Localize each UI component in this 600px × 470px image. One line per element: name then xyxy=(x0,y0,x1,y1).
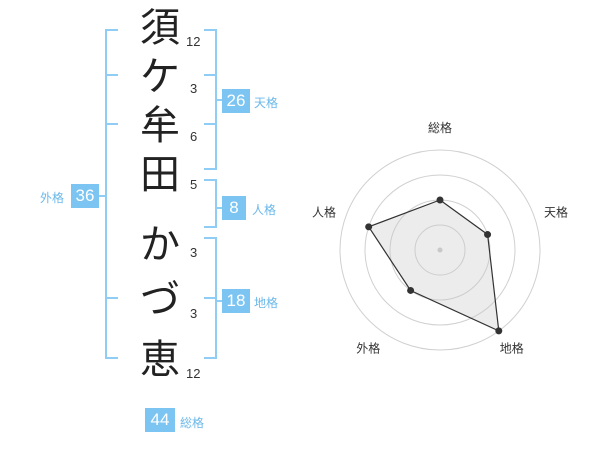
gaikaku-label: 外格 xyxy=(40,191,65,205)
stroke-count-6: 3 xyxy=(190,306,198,321)
name-char-5: か xyxy=(140,222,180,268)
name-char-4: 田 xyxy=(140,152,180,198)
stroke-count-4: 5 xyxy=(190,177,198,192)
jinkaku-label: 人格 xyxy=(252,203,277,217)
stroke-count-5: 3 xyxy=(190,245,198,260)
name-char-2: ケ xyxy=(140,54,180,100)
soukaku-badge: 44 xyxy=(145,408,175,432)
bracket-gaikaku xyxy=(105,29,118,359)
radar-axis-label-5: 人格 xyxy=(312,204,336,219)
radar-axis-label-4: 外格 xyxy=(356,341,380,356)
radar-point-2 xyxy=(484,231,492,239)
tenkaku-label: 天格 xyxy=(254,96,279,110)
soukaku-label: 総格 xyxy=(180,416,205,430)
radar-ring-4 xyxy=(339,149,541,351)
jinkaku-badge: 8 xyxy=(222,196,246,220)
chikaku-badge: 18 xyxy=(222,289,250,313)
radar-ring-3 xyxy=(364,174,516,326)
stroke-count-3: 6 xyxy=(190,129,198,144)
stroke-count-1: 12 xyxy=(186,34,201,49)
bracket-jinkaku xyxy=(204,179,217,228)
radar-point-3 xyxy=(495,327,503,335)
radar-center xyxy=(437,247,443,253)
radar-point-5 xyxy=(365,223,373,231)
name-char-1: 須 xyxy=(140,5,180,51)
radar-point-1 xyxy=(436,196,444,204)
radar-axis-label-3: 地格 xyxy=(500,341,524,356)
radar-axis-label-1: 総格 xyxy=(428,120,452,135)
gaikaku-badge: 36 xyxy=(71,184,99,208)
name-char-7: 恵 xyxy=(140,337,180,383)
radar-axis-label-2: 天格 xyxy=(544,204,568,219)
radar-polygon xyxy=(367,199,500,332)
stroke-count-7: 12 xyxy=(186,366,201,381)
radar-point-4 xyxy=(407,286,415,294)
radar-ring-1 xyxy=(414,224,466,276)
tenkaku-badge: 26 xyxy=(222,89,250,113)
stroke-count-2: 3 xyxy=(190,81,198,96)
chikaku-label: 地格 xyxy=(254,296,279,310)
name-char-6: づ xyxy=(140,277,180,323)
name-char-3: 牟 xyxy=(140,103,180,149)
